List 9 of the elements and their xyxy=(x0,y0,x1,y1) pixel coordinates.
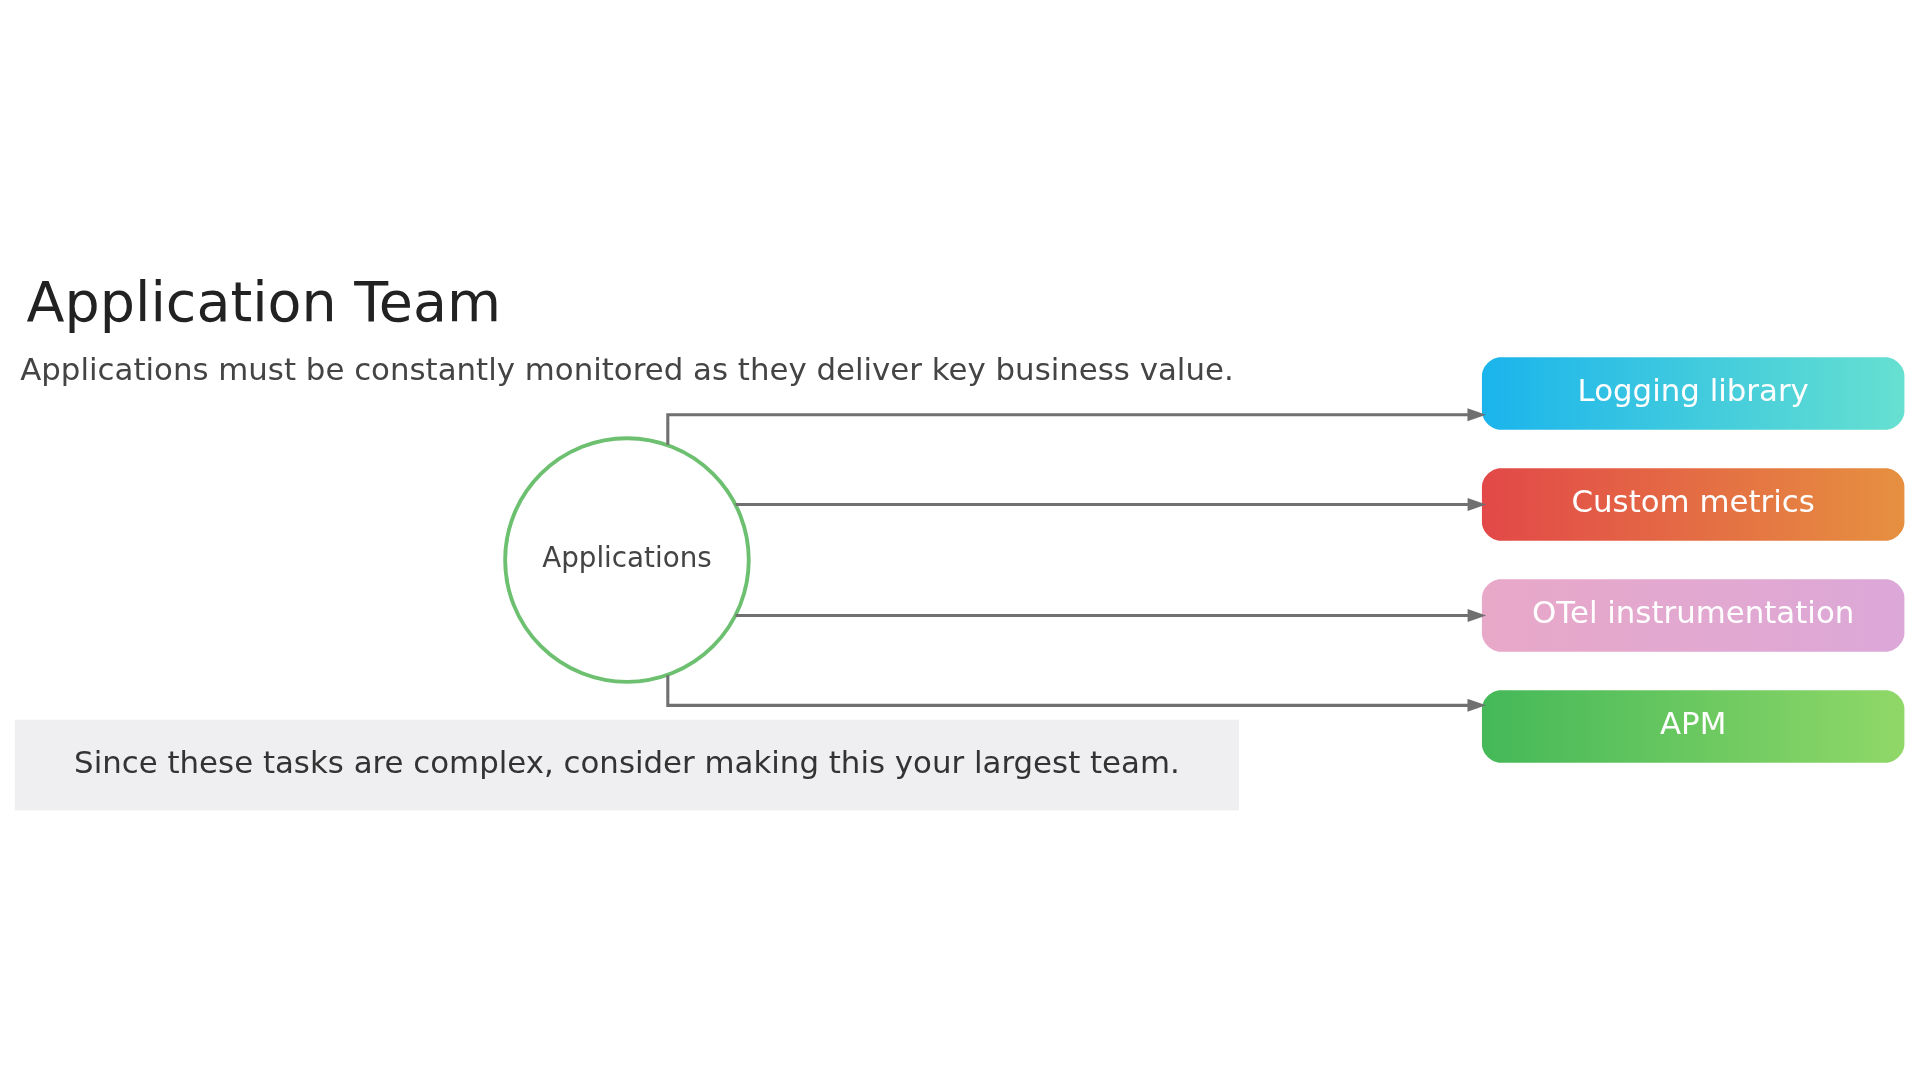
label: Applications must be constantly monitored as they deliver key business value. xyxy=(20,350,1234,387)
node-box: Logging library xyxy=(1481,357,1905,430)
node-box: OTel instrumentation xyxy=(1481,579,1905,652)
arrow xyxy=(735,609,1487,623)
diagram-title: Application Team xyxy=(26,268,502,334)
arrow xyxy=(735,498,1487,511)
node-circle: Applications xyxy=(503,436,751,684)
node-box: Custom metrics xyxy=(1481,468,1905,541)
node-box: APM xyxy=(1481,690,1905,763)
